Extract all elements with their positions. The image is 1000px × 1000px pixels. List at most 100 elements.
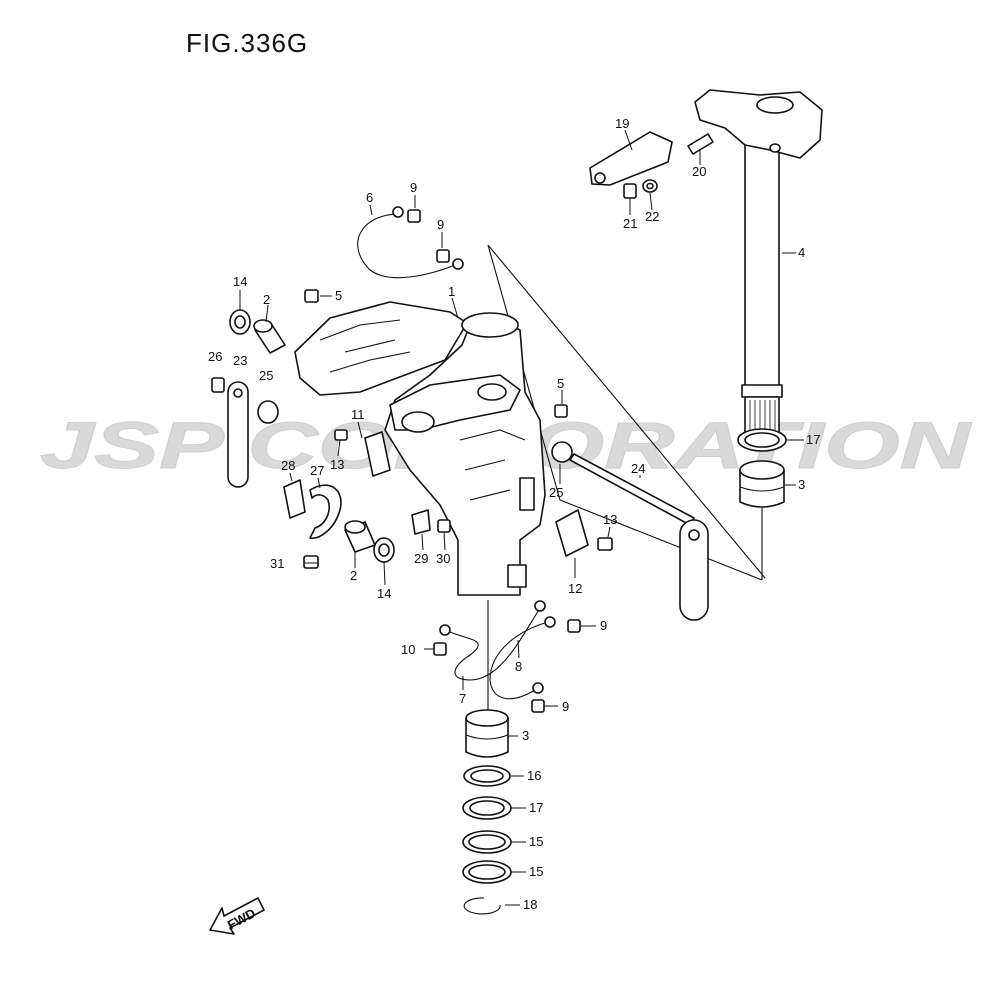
callout-1: 1 xyxy=(448,284,455,299)
clamp-part-29 xyxy=(411,509,431,535)
steering-shaft-part-4 xyxy=(694,89,823,443)
housing-pivot-right xyxy=(477,383,507,401)
bushing-25b xyxy=(551,441,573,463)
callout-20: 20 xyxy=(692,164,706,179)
bushing-part-2-top xyxy=(253,319,286,354)
callout-16: 16 xyxy=(527,768,541,783)
callout-14-top: 14 xyxy=(233,274,247,289)
bolt-9c xyxy=(567,619,581,633)
bushing-part-25-right xyxy=(551,441,573,463)
washer-part-14-bottom xyxy=(373,537,395,563)
ring-17a-hole xyxy=(744,432,780,448)
ring-part-17-top xyxy=(737,428,787,452)
housing-ribs xyxy=(319,319,411,373)
tilt-rod xyxy=(569,453,695,526)
callout-25-right: 25 xyxy=(549,485,563,500)
ring-part-17-bottom xyxy=(462,796,512,820)
bushing-2b-end xyxy=(344,520,366,534)
washer-14a-hole xyxy=(234,315,246,329)
cable-7 xyxy=(449,607,541,681)
callout-9-d: 9 xyxy=(562,699,569,714)
plate-part-11 xyxy=(364,431,391,477)
ring-part-16 xyxy=(463,765,511,787)
clip-part-28 xyxy=(283,479,306,519)
arm-plate-part-19 xyxy=(589,131,673,186)
ring-part-15-a xyxy=(462,830,512,854)
cable-6-lug-a xyxy=(392,206,404,218)
bolt-part-13-right xyxy=(597,537,613,551)
spring-part-27 xyxy=(309,484,342,539)
tilt-rod-part-24 xyxy=(569,453,709,621)
bushing-2a-end xyxy=(253,319,273,333)
callout-21: 21 xyxy=(623,216,637,231)
bushing-3a-body xyxy=(739,470,785,508)
callout-labels: 1 2 2 3 3 4 5 5 6 7 8 9 9 9 9 10 11 12 1… xyxy=(208,116,820,912)
callout-6: 6 xyxy=(366,190,373,205)
fwd-arrow-label: FWD xyxy=(225,905,258,932)
guide-line-diagonal xyxy=(487,244,766,579)
washer-hole xyxy=(646,182,654,190)
washer-part-22 xyxy=(642,179,658,193)
callout-5-top: 5 xyxy=(335,288,342,303)
bolt-9b xyxy=(436,249,450,263)
washer-14b-hole xyxy=(378,543,390,557)
bolt-5a xyxy=(304,289,319,303)
ring-16-hole xyxy=(470,769,504,783)
bolt-part-9-lower xyxy=(531,619,581,713)
stud-bolt-part-20 xyxy=(687,133,714,155)
fwd-arrow: FWD xyxy=(209,897,265,935)
callout-31: 31 xyxy=(270,556,284,571)
cable-6 xyxy=(357,213,456,279)
callout-8: 8 xyxy=(515,659,522,674)
callout-3-top: 3 xyxy=(798,477,805,492)
callout-25-left: 25 xyxy=(259,368,273,383)
bracket-bore xyxy=(756,96,794,114)
ring-part-15-b xyxy=(462,860,512,884)
plate-part-12 xyxy=(555,509,589,557)
callout-15-a: 15 xyxy=(529,834,543,849)
bushing-3b-band xyxy=(465,734,509,740)
washer-part-14-top xyxy=(229,309,251,335)
bolt-9a xyxy=(407,209,421,223)
plate-12 xyxy=(555,509,589,557)
callout-30: 30 xyxy=(436,551,450,566)
bolt-5b xyxy=(554,404,568,418)
bolt-13b xyxy=(597,537,613,551)
shaft-bracket xyxy=(694,89,823,159)
bolt-part-31 xyxy=(303,555,319,569)
bushing-3a-band xyxy=(739,486,785,492)
circlip-18 xyxy=(463,897,501,915)
bracket-hole xyxy=(769,143,781,153)
ring-15b-hole xyxy=(468,864,506,880)
callout-10: 10 xyxy=(401,642,415,657)
bushing-part-2-bottom xyxy=(344,520,376,553)
callout-13-left: 13 xyxy=(330,457,344,472)
cable-6-lug-b xyxy=(452,258,464,270)
shaft-collar xyxy=(741,384,783,398)
arm-plate-hole xyxy=(594,172,606,184)
bolt-part-13-left xyxy=(334,429,348,441)
callout-22: 22 xyxy=(645,209,659,224)
cable-8 xyxy=(489,621,549,700)
callout-17-top: 17 xyxy=(806,432,820,447)
leader-lines xyxy=(239,129,804,906)
callout-23: 23 xyxy=(233,353,247,368)
bolt-part-9-top xyxy=(407,209,450,263)
bushing-part-3-bottom xyxy=(465,709,509,758)
bolt-9d xyxy=(531,699,545,713)
callout-12: 12 xyxy=(568,581,582,596)
cable-8-lug-a xyxy=(544,616,556,628)
callout-28: 28 xyxy=(281,458,295,473)
ring-17b-hole xyxy=(469,800,505,816)
ground-cable-part-8 xyxy=(489,616,556,700)
bolt-30 xyxy=(437,519,451,533)
bolt-part-5-right xyxy=(554,404,568,418)
bolt-part-5-top xyxy=(304,289,319,303)
ground-cable-part-6 xyxy=(357,206,464,279)
callout-5-right: 5 xyxy=(557,376,564,391)
tilt-rod-arm-hole xyxy=(688,529,700,541)
bushing-part-25-left xyxy=(257,400,279,424)
callout-2-top: 2 xyxy=(263,292,270,307)
